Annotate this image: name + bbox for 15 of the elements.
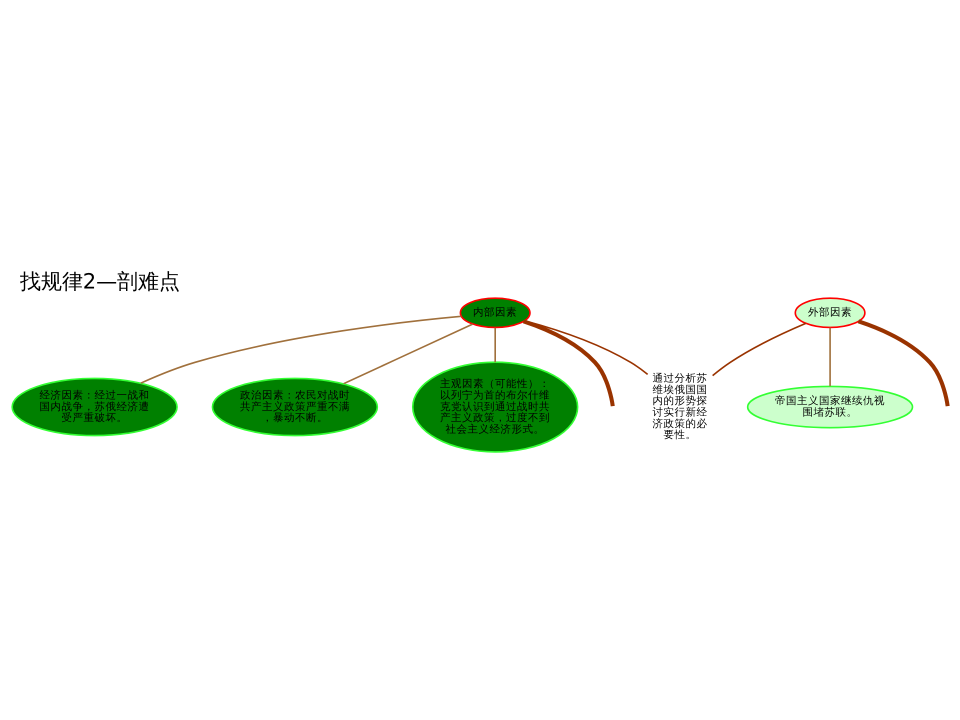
node-ellipse: 外部因素 bbox=[794, 297, 866, 328]
connector bbox=[343, 323, 473, 384]
connector bbox=[140, 316, 462, 384]
connector bbox=[494, 328, 496, 362]
diagram-title: 找规律2—剖难点 bbox=[20, 268, 180, 294]
connector bbox=[712, 322, 806, 376]
connector bbox=[858, 319, 950, 406]
node-ellipse: 主观因素（可能性）：以列宁为首的布尔什维克党认识到通过战时共产主义政策，过度不到社会主义经济形式。 bbox=[412, 361, 578, 453]
node-ellipse: 帝国主义国家继续仇视围堵苏联。 bbox=[746, 386, 914, 428]
node-ellipse: 经济因素：经过一战和国内战争，苏俄经济遭受严重破坏。 bbox=[11, 378, 178, 436]
node-ellipse: 政治因素：农民对战时共产主义政策严重不满，暴动不断。 bbox=[212, 378, 378, 436]
node-ellipse: 内部因素 bbox=[460, 297, 531, 328]
connector bbox=[522, 319, 615, 406]
connector bbox=[829, 328, 831, 386]
node-text: 通过分析苏维埃俄国国内的形势探讨实行新经济政策的必要性。 bbox=[652, 372, 708, 442]
